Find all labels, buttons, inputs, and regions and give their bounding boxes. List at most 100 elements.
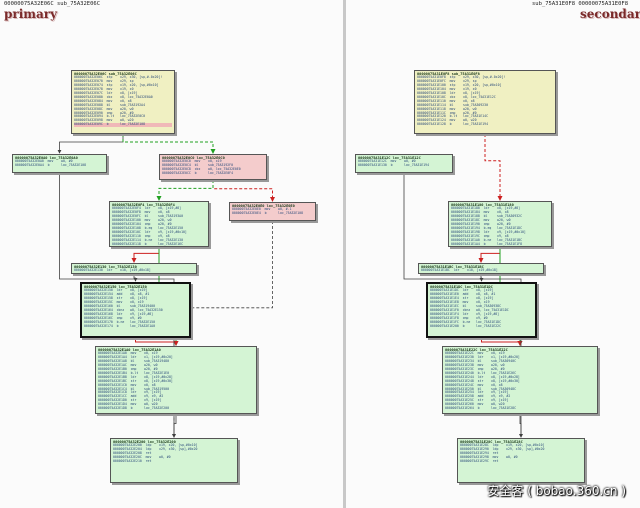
instruction-line[interactable]: 00000075A31E1A0 b.ne loc_75A31E1BC (451, 237, 523, 242)
instruction-line[interactable]: 00000075A32E154 add x8, x8, #1 (84, 292, 150, 297)
instruction-line[interactable]: 00000075A31E264 b loc_75A31E28C (445, 406, 517, 411)
instruction-line[interactable]: 00000075A31E128 b loc_75A31E194 (417, 122, 489, 127)
instruction-line[interactable]: 00000075A32E1D4 mov w0, w20 (98, 402, 158, 407)
instruction-line[interactable]: 00000075A31E248 str x8, [x19,#0x30] (445, 378, 520, 383)
instruction-line[interactable]: 00000075A31E260 mov w0, w20 (445, 402, 505, 407)
instruction-line[interactable]: 00000075A32E204 ldp x29, x30, [sp],#0x20 (113, 447, 198, 452)
instruction-line[interactable]: 00000075A32E1A8 bl sub_75A319480 (98, 359, 170, 364)
instruction-line[interactable]: 00000075A31E184 mov x0, x8 (451, 210, 509, 215)
instruction-line[interactable]: 00000075A32E118 b loc_75A32E16C (112, 241, 184, 246)
instruction-line[interactable]: 00000075A32E104 cmp w20, #0 (112, 222, 172, 227)
instruction-line[interactable]: 00000075A32E164 cbnz w0, loc_75A32E150 (84, 307, 163, 312)
pane-splitter[interactable] (343, 0, 346, 508)
instruction-line[interactable]: 00000075A31E0F8 stp x29, x30, [sp,#-0x20… (417, 75, 506, 80)
instruction-line[interactable]: 00000075A32E15C mov x0, x19 (84, 300, 144, 305)
instruction-line[interactable]: 00000075A32E200 ldp x19, x20, [sp,#0x10] (113, 443, 198, 448)
instruction-line[interactable]: 00000075A31E12C mov w0, #0 (358, 159, 416, 164)
instruction-line[interactable]: 00000075A31E1F0 cbnz w0, loc_75A31E1DC (430, 307, 509, 312)
instruction-line[interactable]: 00000075A31E24C mov x0, x8 (445, 382, 503, 387)
instruction-line[interactable]: 00000075A32E1CC add x9, x9, #2 (98, 394, 164, 399)
instruction-line[interactable]: 00000075A31E110 mov x0, x8 (417, 98, 475, 103)
instruction-line[interactable]: 00000075A31E22C mov x0, x19 (445, 351, 505, 356)
instruction-line[interactable]: 00000075A32E150 ldr x8, [x19] (84, 288, 148, 293)
instruction-line[interactable]: 00000075A32E0C0 mov x0, x19 (162, 159, 222, 164)
instruction-line[interactable]: 00000075A31E1A4 b loc_75A31E1F8 (451, 241, 523, 246)
instruction-line[interactable]: 00000075A32E0E4 b loc_75A32E108 (232, 211, 304, 216)
instruction-line[interactable]: 00000075A32E108 b.eq loc_75A32E150 (112, 225, 184, 230)
instruction-line[interactable]: 00000075A32E168 ldr x9, [x19,#8] (84, 311, 154, 316)
instruction-line[interactable]: 00000075A32E170 b.ne loc_75A32E150 (84, 319, 156, 324)
instruction-line[interactable]: 00000075A32E158 str x8, [x19] (84, 296, 148, 301)
instruction-line[interactable]: 00000075A31E1E4 str x8, [x19] (430, 296, 494, 301)
instruction-line[interactable]: 00000075A31E238 mov w20, w0 (445, 363, 505, 368)
instruction-line[interactable]: 00000075A31E130 b loc_75A31E194 (358, 163, 430, 168)
instruction-line[interactable]: 00000075A32E1D8 b loc_75A32E200 (98, 406, 170, 411)
instruction-line[interactable]: 00000075A32E078 mov x19, x0 (74, 87, 134, 92)
instruction-line[interactable]: 00000075A31E254 ldr x9, [x19] (445, 390, 509, 395)
instruction-line[interactable]: 00000075A32E0F8 mov x0, x8 (112, 210, 170, 215)
instruction-line[interactable]: 00000075A31E258 add x9, x9, #2 (445, 394, 511, 399)
instruction-line[interactable]: 00000075A32E094 b.lt loc_75A32E0C0 (74, 114, 146, 119)
instruction-line[interactable]: 00000075A32E0FC bl sub_75A3193A0 (112, 214, 184, 219)
instruction-line[interactable]: 00000075A31E190 cmp w20, #0 (451, 222, 511, 227)
instruction-line[interactable]: 00000075A32E100 mov w20, w0 (112, 218, 172, 223)
instruction-line[interactable]: 00000075A31E1BC ldr x10, [x19,#0x18] (421, 268, 498, 273)
instruction-line[interactable]: 00000075A31E124 mov w0, w20 (417, 118, 477, 123)
instruction-line[interactable]: 00000075A31E29C ret (460, 459, 499, 464)
instruction-line[interactable]: 00000075A31E23C cmp w20, #0 (445, 367, 505, 372)
instruction-line[interactable]: 00000075A32E20C mov w0, #0 (113, 455, 171, 460)
instruction-line[interactable]: 00000075A32E080 cbz x8, loc_75A32E0A0 (74, 94, 153, 99)
instruction-line[interactable]: 00000075A32E0E0 mov w0, #-1 (232, 207, 292, 212)
instruction-line[interactable]: 00000075A31E1FC b.ne loc_75A31E1DC (430, 319, 502, 324)
instruction-line[interactable]: 00000075A32E0A4 b loc_75A32E108 (15, 163, 87, 168)
instruction-line[interactable]: 00000075A32E070 mov x29, sp (74, 79, 134, 84)
instruction-line[interactable]: 00000075A32E08C mov w20, w0 (74, 106, 134, 111)
instruction-line[interactable]: 00000075A31E244 ldr x8, [x19,#0x28] (445, 374, 520, 379)
instruction-line[interactable]: 00000075A32E130 ldr x10, [x19,#0x18] (74, 268, 151, 273)
instruction-line[interactable]: 00000075A32E10C ldr x9, [x19,#0x10] (112, 229, 187, 234)
instruction-line[interactable]: 00000075A31E240 b.lt loc_75A31E26C (445, 370, 517, 375)
instruction-line[interactable]: 00000075A31E1E8 mov x0, x19 (430, 300, 490, 305)
instruction-line[interactable]: 00000075A31E10C cbz x8, loc_75A31E12C (417, 94, 496, 99)
instruction-line[interactable]: 00000075A31E290 ldp x29, x30, [sp],#0x20 (460, 447, 545, 452)
instruction-line[interactable]: 00000075A31E0FC mov x29, sp (417, 79, 477, 84)
instruction-line[interactable]: 00000075A31E114 bl sub_75A309230 (417, 102, 489, 107)
instruction-line[interactable]: 00000075A32E16C cmp x9, #0 (84, 315, 142, 320)
instruction-line[interactable]: 00000075A31E1F4 ldr x9, [x19,#8] (430, 311, 500, 316)
instruction-line[interactable]: 00000075A31E118 mov w20, w0 (417, 106, 477, 111)
instruction-line[interactable]: 00000075A32E1D0 str x9, [x19] (98, 398, 162, 403)
instruction-line[interactable]: 00000075A32E1C4 bl sub_75A319500 (98, 386, 170, 391)
instruction-line[interactable]: 00000075A32E0A0 mov w0, #0 (15, 159, 73, 164)
instruction-line[interactable]: 00000075A31E108 ldr x8, [x19] (417, 91, 481, 96)
instruction-line[interactable]: 00000075A31E188 bl sub_75A30932C (451, 214, 523, 219)
instruction-line[interactable]: 00000075A31E294 ret (460, 451, 499, 456)
instruction-line[interactable]: 00000075A32E07C ldr x8, [x19] (74, 91, 138, 96)
instruction-line[interactable]: 00000075A32E160 bl sub_75A319400 (84, 304, 156, 309)
instruction-line[interactable]: 00000075A31E18C mov w20, w0 (451, 218, 511, 223)
instruction-line[interactable]: 00000075A31E1E0 add x8, x8, #1 (430, 292, 496, 297)
instruction-line[interactable]: 00000075A32E074 stp x19, x20, [sp,#0x10] (74, 83, 159, 88)
instruction-line[interactable]: 00000075A32E174 b loc_75A32E1A0 (84, 323, 156, 328)
instruction-line[interactable]: 00000075A32E1A0 mov x0, x19 (98, 351, 158, 356)
instruction-line[interactable]: 00000075A31E104 mov x19, x0 (417, 87, 477, 92)
instruction-line[interactable]: 00000075A32E1BC str x8, [x19,#0x30] (98, 378, 173, 383)
instruction-line[interactable]: 00000075A32E1B4 b.lt loc_75A32E1E0 (98, 370, 170, 375)
instruction-line[interactable]: 00000075A32E110 cmp x9, x8 (112, 233, 170, 238)
instruction-line[interactable]: 00000075A31E28C ldp x19, x20, [sp,#0x10] (460, 443, 545, 448)
instruction-line[interactable]: 00000075A32E1AC mov w20, w0 (98, 363, 158, 368)
instruction-line[interactable]: 00000075A31E194 b.eq loc_75A31E1DC (451, 225, 523, 230)
instruction-line[interactable]: 00000075A32E0CC b loc_75A32E0F4 (162, 171, 234, 176)
